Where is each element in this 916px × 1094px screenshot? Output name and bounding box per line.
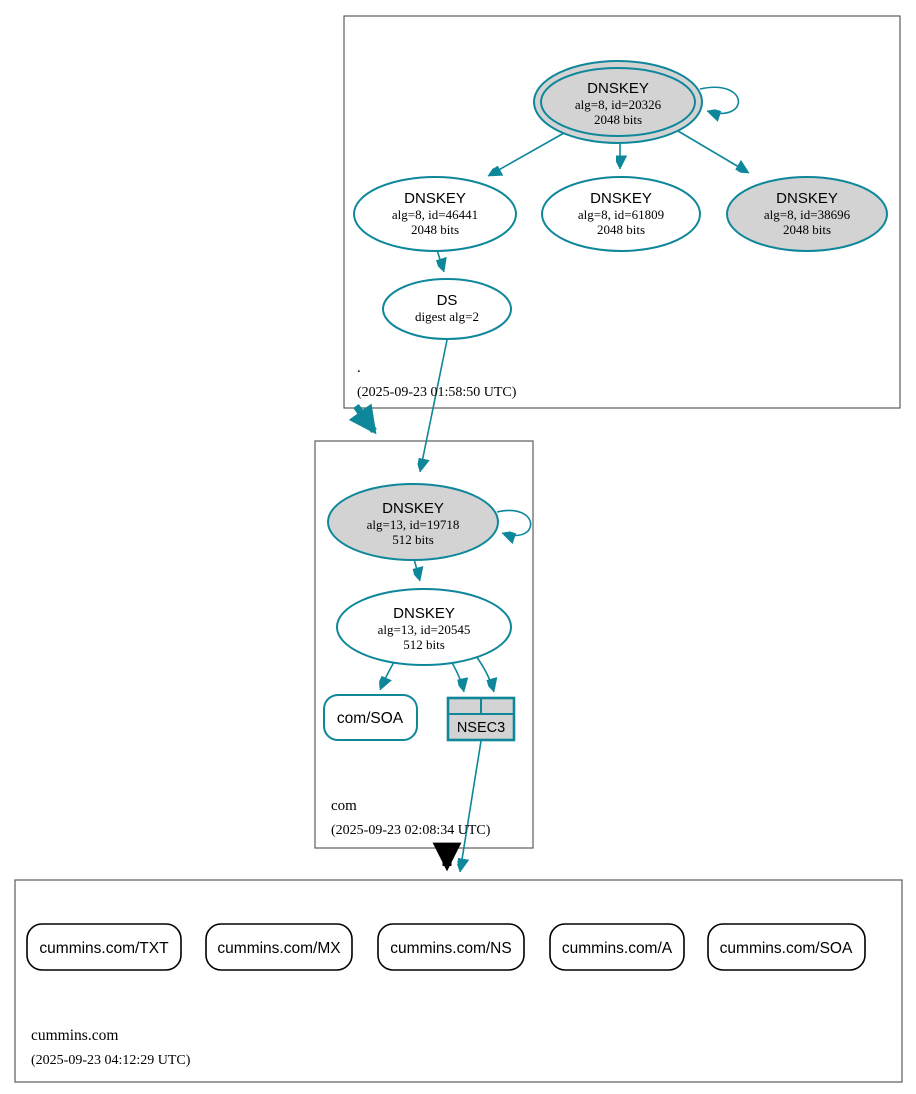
node-label: cummins.com/A (562, 940, 673, 957)
node-attr: 2048 bits (411, 222, 459, 237)
node-title: DS (437, 292, 458, 309)
node-attr: 2048 bits (594, 112, 642, 127)
node-cummins-txt: cummins.com/TXT (26, 923, 182, 971)
zone-box-com (314, 440, 534, 849)
node-label: cummins.com/SOA (720, 940, 853, 957)
node-root-ksk-20326: DNSKEY alg=8, id=20326 2048 bits (533, 60, 703, 144)
node-com-soa: com/SOA (323, 694, 418, 741)
node-title: DNSKEY (590, 190, 652, 207)
node-attr: 2048 bits (783, 222, 831, 237)
zone-timestamp-cummins: (2025-09-23 04:12:29 UTC) (31, 1053, 191, 1068)
node-title: DNSKEY (587, 80, 649, 97)
node-title: DNSKEY (393, 605, 455, 622)
node-title: DNSKEY (404, 190, 466, 207)
node-label: NSEC3 (457, 720, 505, 736)
node-attr: 2048 bits (597, 222, 645, 237)
edge-root-ksk-to-key38696 (677, 130, 749, 174)
node-root-ds: DS digest alg=2 (382, 278, 512, 340)
edge-nsec3-to-cummins (460, 740, 482, 873)
edge-ds-to-com-ksk (420, 339, 448, 473)
node-attr: 512 bits (403, 637, 445, 652)
zone-box-root (343, 15, 901, 409)
node-attr: digest alg=2 (415, 309, 479, 324)
node-attr: alg=13, id=19718 (367, 517, 460, 532)
edge-root-delegation-arrow (348, 403, 377, 435)
edge-root-ksk-to-key46441 (488, 132, 565, 177)
node-cummins-mx: cummins.com/MX (205, 923, 353, 971)
edge-com-ksk-selfloop (496, 509, 532, 536)
zone-label-cummins: cummins.com (31, 1027, 118, 1044)
zone-timestamp-com: (2025-09-23 02:08:34 UTC) (331, 823, 491, 838)
node-attr: alg=13, id=20545 (378, 622, 471, 637)
node-com-zsk-20545: DNSKEY alg=13, id=20545 512 bits (336, 588, 512, 666)
node-root-key-38696: DNSKEY alg=8, id=38696 2048 bits (726, 176, 888, 252)
node-root-key-46441: DNSKEY alg=8, id=46441 2048 bits (353, 176, 517, 252)
node-title: DNSKEY (776, 190, 838, 207)
zone-box-cummins (14, 879, 903, 1083)
node-cummins-a: cummins.com/A (549, 923, 685, 971)
node-attr: alg=8, id=20326 (575, 97, 662, 112)
node-attr: alg=8, id=61809 (578, 207, 664, 222)
edge-key46441-to-ds (437, 249, 444, 273)
node-com-ksk-19718: DNSKEY alg=13, id=19718 512 bits (327, 483, 499, 561)
node-attr: alg=8, id=46441 (392, 207, 478, 222)
node-cummins-soa: cummins.com/SOA (707, 923, 866, 971)
node-label: cummins.com/NS (390, 940, 511, 957)
edge-com-zsk-to-nsec3-left (450, 660, 464, 693)
node-label: com/SOA (337, 710, 404, 727)
edge-com-zsk-to-nsec3-right (475, 655, 494, 693)
zone-timestamp-root: (2025-09-23 01:58:50 UTC) (357, 385, 517, 400)
edge-root-ksk-selfloop (699, 86, 740, 113)
zone-label-root: . (357, 360, 361, 376)
node-attr: 512 bits (392, 532, 434, 547)
node-root-key-61809: DNSKEY alg=8, id=61809 2048 bits (541, 176, 701, 252)
node-cummins-ns: cummins.com/NS (377, 923, 525, 971)
node-title: DNSKEY (382, 500, 444, 517)
edge-com-zsk-to-soa (380, 661, 395, 690)
node-label: cummins.com/TXT (39, 940, 169, 957)
node-com-nsec3: NSEC3 (446, 696, 516, 742)
zone-label-com: com (331, 798, 357, 814)
edge-com-ksk-to-zsk (414, 558, 420, 582)
node-label: cummins.com/MX (217, 940, 341, 957)
node-attr: alg=8, id=38696 (764, 207, 851, 222)
